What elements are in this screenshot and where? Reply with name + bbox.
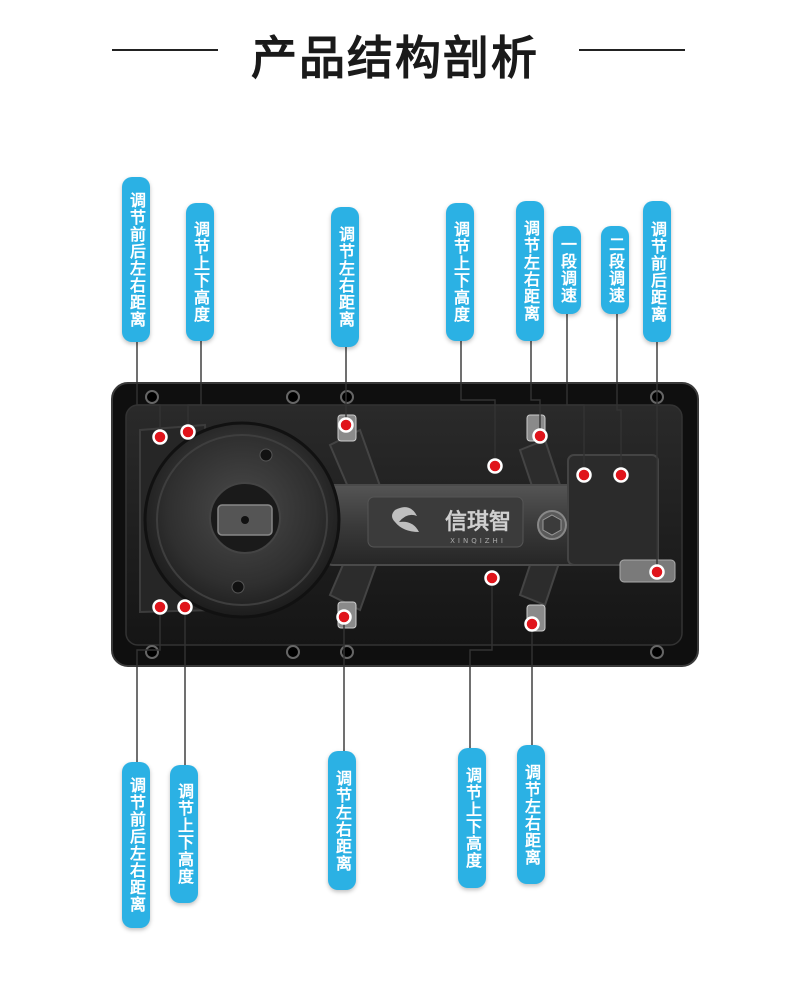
marker-lateral-top-left	[338, 417, 354, 433]
header: 产品结构剖析	[0, 0, 790, 100]
right-adjust-screw	[619, 559, 676, 583]
page-title: 产品结构剖析	[251, 31, 539, 85]
marker-speed-2	[613, 467, 629, 483]
label-lateral-bottom-right: 调节左右距离	[517, 745, 545, 884]
label-height-top-left: 调节上下高度	[186, 203, 214, 341]
marker-lateral-top-right	[532, 428, 548, 444]
marker-front-back-bottom	[152, 599, 168, 615]
marker-height-bottom-left	[177, 599, 193, 615]
valve-block	[567, 454, 659, 566]
marker-lateral-bottom-left	[336, 609, 352, 625]
label-front-back-top: 调节前后左右距离	[122, 177, 150, 342]
label-front-back-bottom: 调节前后左右距离	[122, 762, 150, 928]
label-lateral-top-right: 调节左右距离	[516, 201, 544, 341]
label-speed-1: 一段调速	[553, 226, 581, 314]
brand-name: 信琪智	[445, 509, 511, 535]
marker-height-top-mid	[487, 458, 503, 474]
label-height-bottom-mid: 调节上下高度	[458, 748, 486, 888]
title-divider-left	[112, 49, 218, 51]
leader-lines	[136, 312, 658, 765]
marker-lateral-bottom-right	[524, 616, 540, 632]
marker-height-top-left	[180, 424, 196, 440]
marker-speed-1	[576, 467, 592, 483]
adjustment-markers	[152, 417, 665, 632]
marker-height-bottom-mid	[484, 570, 500, 586]
label-lateral-bottom-left: 调节左右距离	[328, 751, 356, 890]
label-lateral-top-left: 调节左右距离	[331, 207, 359, 347]
brand-logo-icon	[392, 507, 419, 532]
brand-subtitle: XINQIZHI	[450, 537, 506, 545]
label-height-bottom-left: 调节上下高度	[170, 765, 198, 903]
marker-front-back-right	[649, 564, 665, 580]
label-speed-2: 二段调速	[601, 226, 629, 314]
label-front-back-right: 调节前后距离	[643, 201, 671, 342]
marker-front-back-top	[152, 429, 168, 445]
title-divider-right	[579, 49, 685, 51]
label-height-top-mid: 调节上下高度	[446, 203, 474, 341]
